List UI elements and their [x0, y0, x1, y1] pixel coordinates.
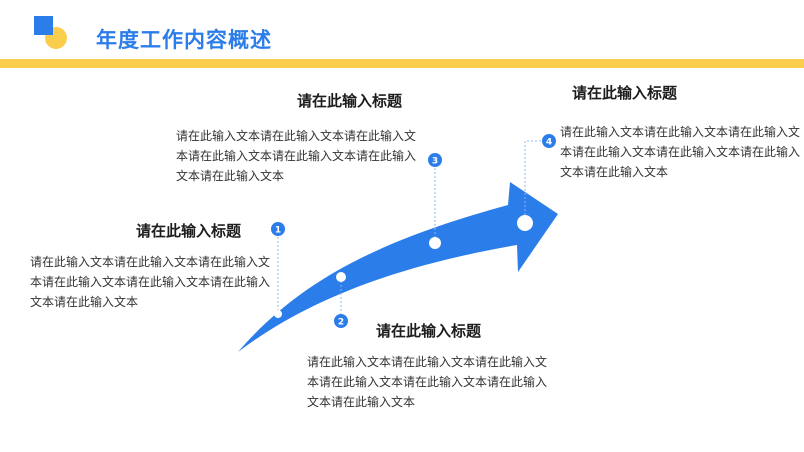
badge-4-number: 4 — [546, 138, 552, 148]
page-title: 年度工作内容概述 — [96, 28, 272, 52]
item-1-text: 请在此输入文本请在此输入文本请在此输入文本请在此输入文本请在此输入文本请在此输入… — [30, 255, 271, 309]
item-1-title: 请在此输入标题 — [136, 222, 242, 240]
arrow-point-3 — [429, 237, 441, 249]
connector-4 — [524, 140, 549, 223]
header-bar — [0, 59, 804, 68]
item-4-title: 请在此输入标题 — [572, 84, 678, 102]
badge-2-number: 2 — [338, 318, 344, 328]
arrow-body — [238, 182, 558, 352]
badge-1: 1 — [271, 222, 285, 236]
arrow-point-1 — [274, 310, 282, 318]
badge-2: 2 — [334, 314, 348, 328]
item-3-title: 请在此输入标题 — [297, 92, 403, 110]
arrow-point-2 — [336, 272, 346, 282]
badge-1-number: 1 — [275, 226, 281, 236]
badge-3-number: 3 — [432, 157, 438, 167]
badge-4: 4 — [542, 134, 556, 148]
item-2-title: 请在此输入标题 — [376, 322, 482, 340]
item-3-text: 请在此输入文本请在此输入文本请在此输入文本请在此输入文本请在此输入文本请在此输入… — [176, 129, 417, 183]
logo-icon — [34, 16, 67, 49]
item-2-text: 请在此输入文本请在此输入文本请在此输入文本请在此输入文本请在此输入文本请在此输入… — [307, 355, 548, 409]
arrow-point-4 — [517, 215, 533, 231]
badge-3: 3 — [428, 153, 442, 167]
item-4-text: 请在此输入文本请在此输入文本请在此输入文本请在此输入文本请在此输入文本请在此输入… — [560, 125, 801, 179]
